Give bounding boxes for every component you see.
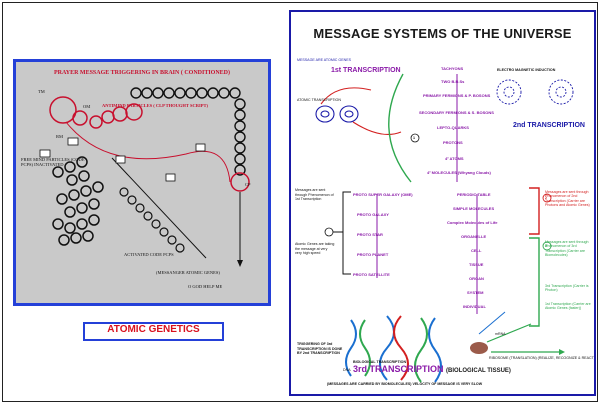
marker-number: 1 — [413, 136, 415, 140]
free-mind-particles — [52, 156, 104, 246]
chain-item: PROTONS — [443, 140, 463, 145]
dna-helices — [345, 315, 442, 383]
galaxy-item: PROTO SUPER GALAXY (OME) — [353, 192, 413, 197]
bio-item: INDIVIDUAL — [463, 304, 486, 309]
dna-label: DNA — [343, 368, 351, 372]
atomic-genetics-caption: ATOMIC GENETICS — [83, 322, 224, 341]
left-note: Messages are sent through Phenomenon of … — [295, 188, 334, 202]
green-loop — [388, 73, 412, 183]
galaxy-item: PROTO PLANET — [357, 252, 389, 257]
atomic-genetics-drawing — [39, 87, 250, 267]
bio-item: ORGANELLE — [461, 234, 487, 239]
marker-number: 2 — [545, 196, 547, 200]
om-label: OM — [83, 104, 91, 109]
third-transcription-suffix: (BIOLOGICAL TISSUE) — [446, 368, 511, 374]
bio-item: CELL — [471, 248, 482, 253]
mrna-label: mRNA — [495, 332, 506, 336]
atomic-transcription-label: ATOMIC TRANSCRIPTION — [297, 98, 341, 102]
chain-item: 4² MOLECULES (Whyang Clouds) — [427, 170, 491, 175]
atomic-genetics-diagram: PRAYER MESSAGE TRIGGERING IN BRAIN ( CON… — [13, 59, 271, 306]
tm-label: TM — [38, 89, 45, 94]
atomic-transcription-rings — [315, 105, 359, 123]
poster-title: MESSAGE SYSTEMS OF THE UNIVERSE — [313, 26, 572, 41]
chain-item: TWO B.R.Ss — [441, 79, 465, 84]
third-transcription-text: 3rd TRANSCRIPTION — [353, 364, 444, 374]
chain-item: 4² ATOMS — [445, 156, 464, 161]
em-induction-circles — [496, 79, 574, 105]
right-note: 3rd Transcription (Carrier is Photon) — [545, 284, 589, 293]
chain-item: SECONDARY FERMIONS & S. BOSONS — [419, 110, 494, 115]
ribosome-icon — [470, 342, 488, 354]
image-frame — [2, 2, 598, 402]
galaxy-item: PROTO GALAXY — [357, 212, 389, 217]
message-systems-poster: MESSAGE SYSTEMS OF THE UNIVERSE — [289, 10, 596, 396]
chain-item: PRIMARY FERMIONS & P. BOSONS — [423, 93, 491, 98]
third-transcription-label: 3rd TRANSCRIPTION (BIOLOGICAL TISSUE) — [353, 364, 511, 374]
transcription-arcs — [320, 87, 402, 135]
right-note: Messages are sent through Phenomenon of … — [545, 240, 589, 258]
chain-item: LEPTO-QUARKS — [437, 125, 469, 130]
rm-label: RM — [56, 134, 64, 139]
antimind-particle-chain — [130, 87, 246, 176]
right-brackets — [529, 187, 540, 327]
bio-item: PERIODIC TABLE — [457, 192, 491, 197]
em-induction-label: ELECTRO MAGNETIC INDUCTION — [497, 68, 556, 72]
activation-arrow — [111, 157, 207, 259]
bio-item: ORGAN — [469, 276, 484, 281]
galaxy-bracket — [333, 191, 351, 275]
bio-item: Complex Molecules of Life — [447, 220, 498, 225]
poster-drawing — [315, 73, 574, 383]
red-mind-rings — [49, 96, 250, 192]
chain-item: TACHYONS — [441, 66, 464, 71]
ribosome-label: RIBOSOME (TRANSLATION) (REALIZE, RECOGNI… — [489, 356, 595, 360]
first-transcription-label: 1st TRANSCRIPTION — [331, 67, 401, 74]
second-transcription-label: 2nd TRANSCRIPTION — [513, 122, 585, 129]
label-boxes — [39, 137, 206, 182]
cp-label: CP — [245, 182, 251, 187]
poster-footnote: (MESSAGES ARE CARRIED BY BIOMOLECULES) V… — [327, 382, 483, 386]
bio-item: SIMPLE MOLECULES — [453, 206, 495, 211]
number-markers — [324, 133, 420, 237]
left-note: Atomic Genes are taking the message at v… — [295, 242, 335, 256]
biological-transcription-label: BIOLOGICAL TRANSCRIPTION — [353, 360, 407, 364]
antimind-label: ANTIMIND PARTICLES ( CLP THOUGHT SCRIPT) — [102, 103, 208, 108]
free-mind-label: FREE MIND PARTICLES (CODE PCPS) INACTIVA… — [21, 157, 85, 167]
bio-item: SYSTEM — [467, 290, 484, 295]
trigger-path — [65, 121, 231, 183]
messenger-genes-label: (MESSANGER ATOMIC GENES) — [156, 270, 220, 275]
activated-code-chain — [119, 187, 185, 253]
prayer-message-title: PRAYER MESSAGE TRIGGERING IN BRAIN ( CON… — [53, 70, 231, 76]
right-note: Messages are sent through Phenomenon of … — [545, 190, 590, 208]
activated-code-label: ACTIVATED CODE PCPS — [124, 252, 174, 257]
message-are-atomic-genes: MESSAGE ARE ATOMIC GENES — [297, 58, 351, 62]
marker-number: 3 — [545, 244, 547, 248]
triggering-note: TRIGGERING OF 3rd TRANSCRIPTION IS DONE … — [297, 342, 343, 356]
galaxy-item: PROTO STAR — [357, 232, 383, 237]
bio-item: TISSUE — [469, 262, 484, 267]
right-note: 1st Transcription (Carrier are Atomic Ge… — [545, 302, 591, 311]
help-label: O GOD HELP ME — [188, 284, 223, 289]
galaxy-item: PROTO SATELLITE — [353, 272, 390, 277]
